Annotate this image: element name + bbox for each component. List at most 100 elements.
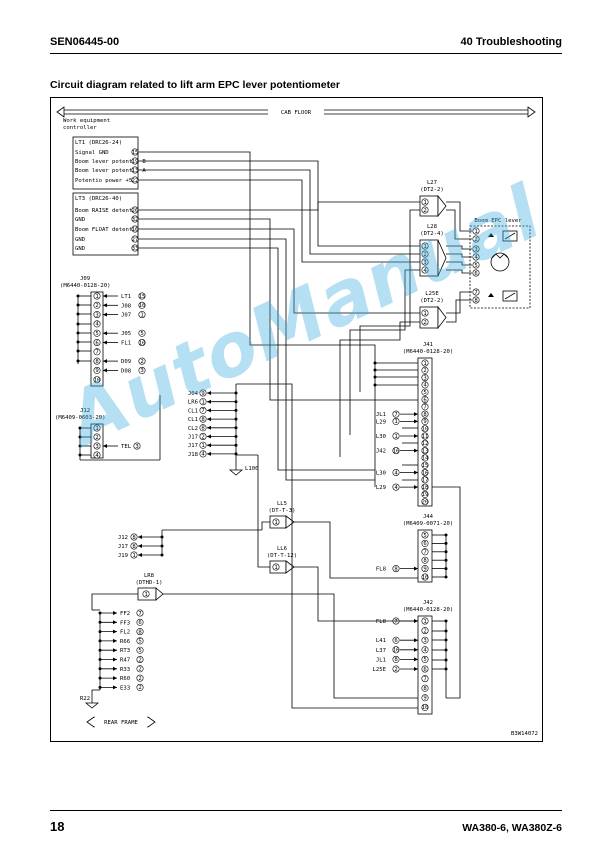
wire-epc-1	[446, 201, 472, 232]
wire-epc-potentio	[446, 261, 472, 266]
mid-ref-label: CL1	[188, 408, 198, 414]
arrow-head	[414, 419, 418, 424]
junction-dot	[444, 648, 448, 652]
junction-dot	[98, 658, 102, 661]
pin-circle	[93, 329, 101, 337]
junction-dot	[98, 685, 102, 689]
junction-dot	[373, 383, 377, 387]
junction-dot	[98, 667, 102, 671]
arrow-head	[207, 451, 211, 456]
junction-dot	[373, 368, 377, 372]
lt3-box	[72, 192, 139, 256]
pin-number: 4	[394, 485, 398, 491]
pin-circle	[472, 296, 480, 304]
pin-number: 6	[394, 638, 397, 644]
pin-circle	[421, 258, 429, 266]
j44-ref-label: FL8	[376, 567, 387, 573]
wire-boom-raise-detent	[138, 201, 420, 211]
pin-number: 19	[422, 492, 429, 498]
ground-ref-label: R33	[120, 667, 130, 673]
pin-circle	[392, 655, 400, 663]
pin-circle	[392, 483, 400, 491]
pin-number: 3	[95, 444, 98, 450]
pin-circle	[421, 309, 429, 317]
junction-dot	[444, 541, 448, 545]
pin-number: 8	[394, 657, 398, 663]
pin-circle	[421, 366, 429, 374]
pin-circle	[421, 468, 429, 476]
pin-number: 7	[95, 350, 98, 356]
pin-number: 2	[138, 685, 141, 691]
j44-type: (M6409-0071-20)	[403, 521, 454, 527]
pin-number: 2	[140, 359, 143, 365]
wire-lr8-j42	[163, 593, 418, 699]
footer-rule	[50, 810, 562, 811]
pin-number: 16	[393, 448, 400, 454]
pin-circle	[421, 266, 429, 274]
arrow-head	[113, 676, 117, 681]
pin-circle	[421, 381, 429, 389]
arrow-head	[414, 647, 418, 652]
lr8-wire	[91, 593, 138, 610]
pin-number: 1	[201, 400, 204, 406]
pin-circle	[138, 338, 146, 346]
pin-circle	[421, 655, 429, 663]
pin-circle	[421, 432, 429, 440]
pin-number: 5	[140, 331, 143, 337]
arrow-head	[113, 629, 117, 634]
pin-number: 3	[140, 368, 143, 374]
arrow-head	[103, 303, 107, 308]
junction-dot	[76, 349, 80, 353]
j41-ref-label: L29	[376, 485, 386, 491]
arrow-head	[207, 417, 211, 422]
rear-frame-label: REAR FRAME	[104, 720, 138, 726]
junction-dot	[444, 550, 448, 554]
rear-frame-arrow-right	[147, 716, 156, 728]
pin-number: 3	[423, 260, 426, 266]
pin-circle	[199, 424, 207, 432]
arrow-head	[138, 535, 142, 539]
junction-dot	[444, 629, 448, 633]
ground-ref-label: R47	[120, 658, 130, 664]
pin-number: 6	[138, 620, 141, 626]
pin-circle	[392, 432, 400, 440]
junction-dot	[98, 648, 102, 652]
pin-number: 1	[423, 244, 426, 250]
l25e-plug	[437, 305, 447, 330]
pin-number: 8	[201, 426, 205, 432]
arrow-head	[207, 443, 211, 448]
pin-circle	[421, 454, 429, 462]
j42-ref-label: L37	[376, 648, 386, 654]
pin-number: 4	[95, 453, 99, 459]
l25e-name: L25E	[425, 291, 439, 297]
j41-ref-label: JL1	[376, 412, 386, 418]
pin-circle	[93, 442, 101, 450]
pin-circle	[138, 366, 146, 374]
junction-dot	[76, 294, 80, 298]
pin-number: 7	[474, 290, 477, 296]
pin-circle	[392, 417, 400, 425]
pin-number: 2	[95, 435, 98, 441]
pin-circle	[421, 539, 429, 547]
mid-ref-label: J17	[188, 435, 198, 441]
j41-ref-label: L30	[376, 471, 386, 477]
pin-number: 16	[422, 470, 429, 476]
page-number: 18	[50, 819, 65, 834]
pin-circle	[93, 301, 101, 309]
arrow-head	[103, 444, 107, 448]
pin-circle	[421, 461, 429, 469]
cab-floor-label: CAB FLOOR	[281, 110, 312, 116]
boom-epc-lever-label: Boom EPC lever	[474, 218, 522, 224]
figure-code: B3W14072	[511, 731, 538, 737]
j09-ref-label: D08	[121, 368, 132, 374]
mid-ref-label: CL2	[188, 426, 198, 432]
ground-ref-label: RT3	[120, 648, 130, 654]
pin-circle	[421, 617, 429, 625]
pin-number: 12	[422, 441, 429, 447]
wire-mid-j42	[291, 392, 418, 709]
arrow-head	[103, 340, 107, 345]
pin-circle	[421, 573, 429, 581]
wire-boom-potentio-a	[138, 169, 420, 255]
pin-number: 8	[132, 535, 136, 541]
pin-number: 4	[423, 383, 427, 389]
